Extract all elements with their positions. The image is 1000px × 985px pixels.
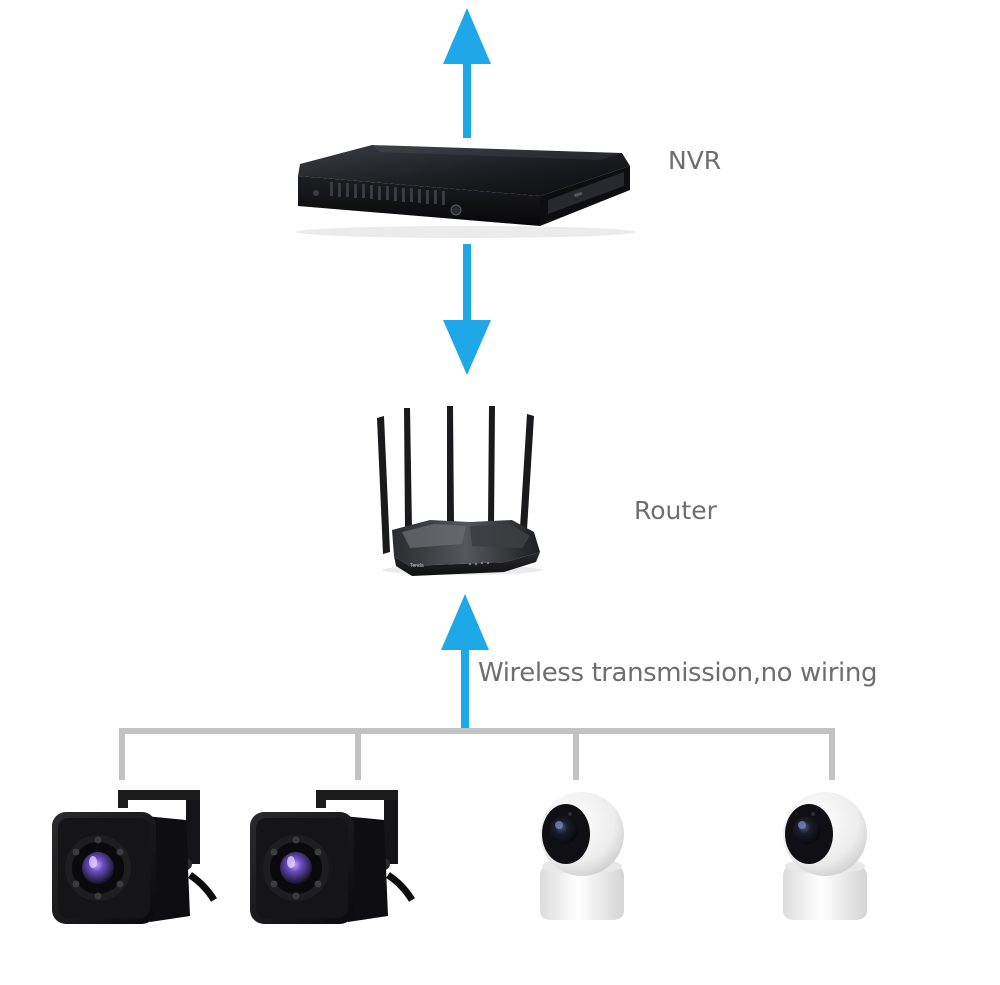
camera-connector-lines: [119, 728, 835, 780]
wireless-transmission-label: Wireless transmission,no wiring: [478, 658, 878, 688]
mini-camera-icon: [52, 790, 218, 924]
router-brand-text: Tenda: [410, 563, 424, 569]
arrow-up-from-cameras: [441, 594, 489, 728]
dome-camera-icon: [783, 792, 867, 920]
router-label: Router: [634, 496, 717, 525]
arrow-up-icon: [443, 8, 491, 138]
arrow-down-icon: [443, 244, 491, 375]
nvr-label: NVR: [668, 146, 722, 175]
dome-camera-icon: [540, 792, 624, 920]
arrow-up-icon: [441, 594, 489, 728]
mini-camera-icon: [250, 790, 416, 924]
router-icon: Tenda: [377, 406, 542, 576]
arrow-down-to-router: [443, 244, 491, 375]
arrow-up-to-network: [443, 8, 491, 138]
nvr-icon: [296, 145, 636, 238]
